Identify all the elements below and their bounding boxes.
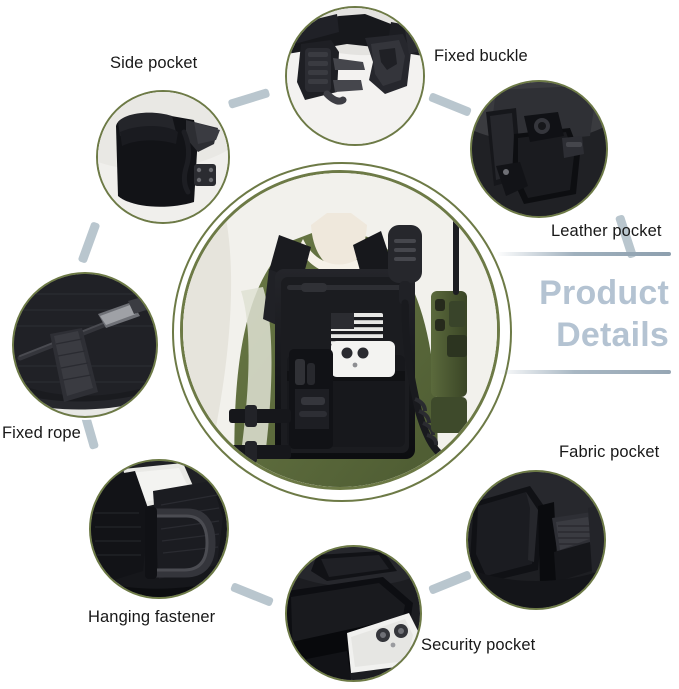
leather-pocket-photo: [472, 82, 606, 216]
label-fabric-pocket: Fabric pocket: [559, 443, 660, 461]
hero-photo: [183, 173, 497, 487]
phone-in-pocket: [331, 341, 395, 377]
connector-sidepocket-to-buckle: [227, 88, 271, 109]
label-hanging-fastener: Hanging fastener: [88, 608, 216, 626]
label-side-pocket: Side pocket: [110, 54, 198, 72]
callout-security-pocket[interactable]: [285, 545, 422, 682]
fabric-pocket-photo: [468, 472, 604, 608]
d-ring: [148, 508, 216, 578]
label-fixed-rope: Fixed rope: [2, 424, 81, 442]
callout-hanging-fastener[interactable]: [89, 459, 229, 599]
product-details-block: Product Details: [496, 252, 671, 374]
shoulder-speaker-mic: [388, 225, 443, 457]
headline-rule-bottom: [496, 370, 671, 374]
connector-fabric-to-security: [427, 570, 473, 595]
fixed-rope-photo: [14, 274, 156, 416]
connector-security-to-hanging: [229, 582, 275, 607]
phone-in-security-pocket: [347, 613, 419, 673]
walkie-talkie: [431, 217, 467, 433]
callout-fixed-buckle[interactable]: [285, 6, 425, 146]
connector-fixedrope-to-sidepocket: [77, 221, 101, 264]
callout-side-pocket[interactable]: [96, 90, 230, 224]
security-pocket-photo: [287, 547, 420, 680]
us-flag-patch: [331, 313, 383, 345]
callout-fixed-rope[interactable]: [12, 272, 158, 418]
side-pocket-photo: [98, 92, 228, 222]
hanging-fastener-photo: [91, 461, 227, 597]
callout-fabric-pocket[interactable]: [466, 470, 606, 610]
hero-outer-ring: [172, 162, 512, 502]
label-fixed-buckle: Fixed buckle: [434, 47, 528, 65]
label-leather-pocket: Leather pocket: [551, 222, 662, 240]
headline-line-1: Product: [539, 274, 669, 312]
label-security-pocket: Security pocket: [421, 636, 536, 654]
hero-photo-circle[interactable]: [180, 170, 500, 490]
callout-leather-pocket[interactable]: [470, 80, 608, 218]
connector-buckle-to-leather: [427, 92, 473, 117]
fixed-buckle-photo: [287, 8, 423, 144]
headline-line-2: Details: [556, 316, 669, 354]
headline-rule-top: [496, 252, 671, 256]
